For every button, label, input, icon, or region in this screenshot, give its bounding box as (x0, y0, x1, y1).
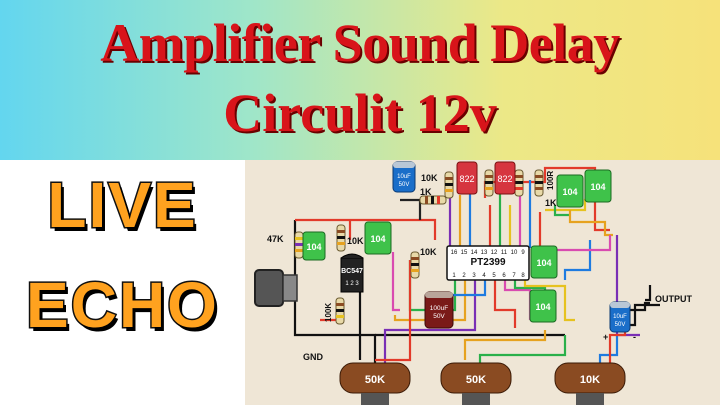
ic-pin-13: 13 (481, 250, 488, 256)
ic-pin-8: 8 (521, 273, 525, 279)
transistor-bc547: BC547 1 2 3 (340, 253, 364, 293)
wire-yellow-c (523, 280, 575, 322)
ic-pt2399: PT2399 16 15 14 13 12 11 10 9 1 2 3 4 5 … (446, 245, 530, 281)
wire-blue-d (563, 240, 592, 280)
pot-50k-b-label: 50K (466, 374, 486, 386)
label-10k-b: 10K (347, 236, 364, 246)
wire-red-a (295, 218, 437, 240)
ic-pin-2: 2 (462, 273, 466, 279)
label-10k-c: 10K (420, 247, 437, 257)
film-cap-6: 104 (529, 289, 557, 323)
pot-10k-label: 10K (580, 374, 600, 386)
resistor-10k-c (410, 251, 420, 279)
film-cap-5: 104 (530, 245, 558, 279)
ic-pin-1: 1 (452, 273, 456, 279)
wire-blue-e (598, 335, 619, 365)
capacitor-822-b: 822 (494, 161, 516, 195)
film-cap-5-label: 104 (536, 258, 551, 268)
ic-pin-16: 16 (451, 250, 458, 256)
film-cap-4-label: 104 (590, 182, 605, 192)
cap-822-a-label: 822 (459, 174, 474, 184)
ic-label: PT2399 (470, 257, 505, 268)
ic-pin-3: 3 (472, 273, 476, 279)
label-minus: - (633, 332, 636, 342)
wire-black-c (400, 198, 422, 220)
label-plus: + (603, 332, 608, 342)
cap-out-line2: 50V (615, 322, 626, 328)
transistor-label: BC547 (341, 268, 363, 275)
label-47k: 47K (267, 234, 284, 244)
capacitor-100uf: 100uF 50V (424, 291, 454, 329)
film-cap-3: 104 (556, 174, 584, 208)
label-gnd: GND (303, 352, 324, 362)
label-1k-a: 1K (420, 187, 432, 197)
resistor-extra (484, 169, 494, 197)
film-cap-2-label: 104 (370, 234, 385, 244)
echo-text: ECHO (25, 268, 219, 343)
ic-pin-15: 15 (461, 250, 468, 256)
title-banner (0, 0, 720, 160)
ic-pin-14: 14 (471, 250, 478, 256)
film-cap-1: 104 (302, 231, 326, 261)
ic-pin-5: 5 (492, 273, 496, 279)
label-100k: 100K (324, 303, 333, 322)
resistor-10k-a (444, 171, 454, 199)
potentiometer-50k-b: 50K (440, 362, 512, 405)
ic-pin-12: 12 (491, 250, 498, 256)
wire-red-g (375, 260, 412, 362)
resistor-47k (294, 231, 304, 259)
cap-out-line1: 10uF (613, 314, 627, 320)
wire-blue-c (440, 280, 487, 297)
ic-pin-9: 9 (521, 250, 525, 256)
film-cap-1-label: 104 (306, 242, 321, 252)
circuit-diagram: 822 822 10uF 50V 100uF 50V 10uF 50V 104 … (245, 160, 720, 405)
resistor-100r (534, 169, 544, 197)
capacitor-10uf-top: 10uF 50V (392, 161, 416, 193)
live-text: LIVE (46, 168, 198, 243)
cap-top-line1: 10uF (397, 174, 411, 180)
circuit-svg: 822 822 10uF 50V 100uF 50V 10uF 50V 104 … (254, 161, 693, 405)
ic-pin-6: 6 (502, 273, 506, 279)
cap-100-line1: 100uF (430, 305, 448, 312)
microphone-icon (254, 269, 298, 307)
label-100r: 100R (546, 171, 555, 190)
potentiometer-50k-a: 50K (339, 362, 411, 405)
capacitor-10uf-out: 10uF 50V (609, 301, 631, 333)
film-cap-2: 104 (364, 221, 392, 255)
capacitor-822-a: 822 (456, 161, 478, 195)
label-1k-b: 1K (545, 198, 557, 208)
transistor-pins: 1 2 3 (345, 281, 359, 287)
ic-pin-11: 11 (501, 250, 508, 256)
film-cap-3-label: 104 (562, 187, 577, 197)
cap-822-b-label: 822 (497, 174, 512, 184)
wire-pink-d (391, 252, 400, 312)
resistor-1k-a (419, 195, 447, 205)
side-panel (0, 160, 245, 405)
pot-50k-a-label: 50K (365, 374, 385, 386)
wire-red-e (493, 280, 517, 328)
cap-top-line2: 50V (399, 182, 410, 188)
wire-orange-d (463, 330, 547, 360)
title-line-2: Circulit 12v (223, 83, 497, 143)
resistor-1k-b (514, 169, 524, 197)
resistor-10k-b (336, 224, 346, 252)
wire-out-gnd (630, 303, 660, 327)
film-cap-6-label: 104 (535, 302, 550, 312)
film-cap-4: 104 (584, 169, 612, 203)
wire-green-e (478, 335, 567, 365)
ic-pin-10: 10 (511, 250, 518, 256)
wire-out-v (645, 285, 652, 302)
ic-pin-4: 4 (482, 273, 486, 279)
ic-pin-7: 7 (512, 273, 516, 279)
resistor-100k (335, 297, 345, 325)
wire-orange-b (568, 210, 613, 237)
wire-purple-b (383, 280, 477, 375)
wire-green-b (553, 205, 570, 217)
potentiometer-10k: 10K (554, 362, 626, 405)
label-10k-a: 10K (421, 173, 438, 183)
title-line-1: Amplifier Sound Delay (100, 13, 620, 73)
wire-out (630, 301, 650, 312)
label-output: OUTPUT (655, 294, 693, 304)
cap-100-line2: 50V (433, 313, 445, 320)
